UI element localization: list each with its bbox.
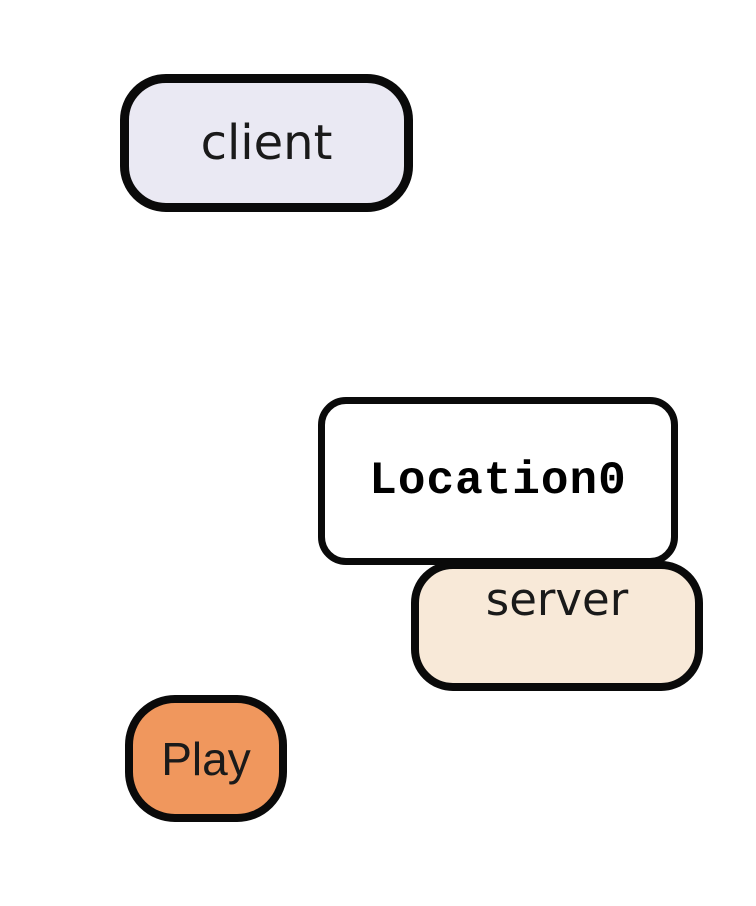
node-client[interactable]: client: [120, 74, 413, 212]
node-client-label: client: [200, 115, 333, 171]
node-server-label: server: [485, 573, 629, 626]
node-location0[interactable]: Location0: [318, 397, 678, 565]
node-play[interactable]: Play: [125, 695, 287, 822]
node-location0-label: Location0: [369, 455, 627, 507]
node-server[interactable]: server: [411, 561, 703, 691]
node-play-label: Play: [161, 732, 251, 785]
